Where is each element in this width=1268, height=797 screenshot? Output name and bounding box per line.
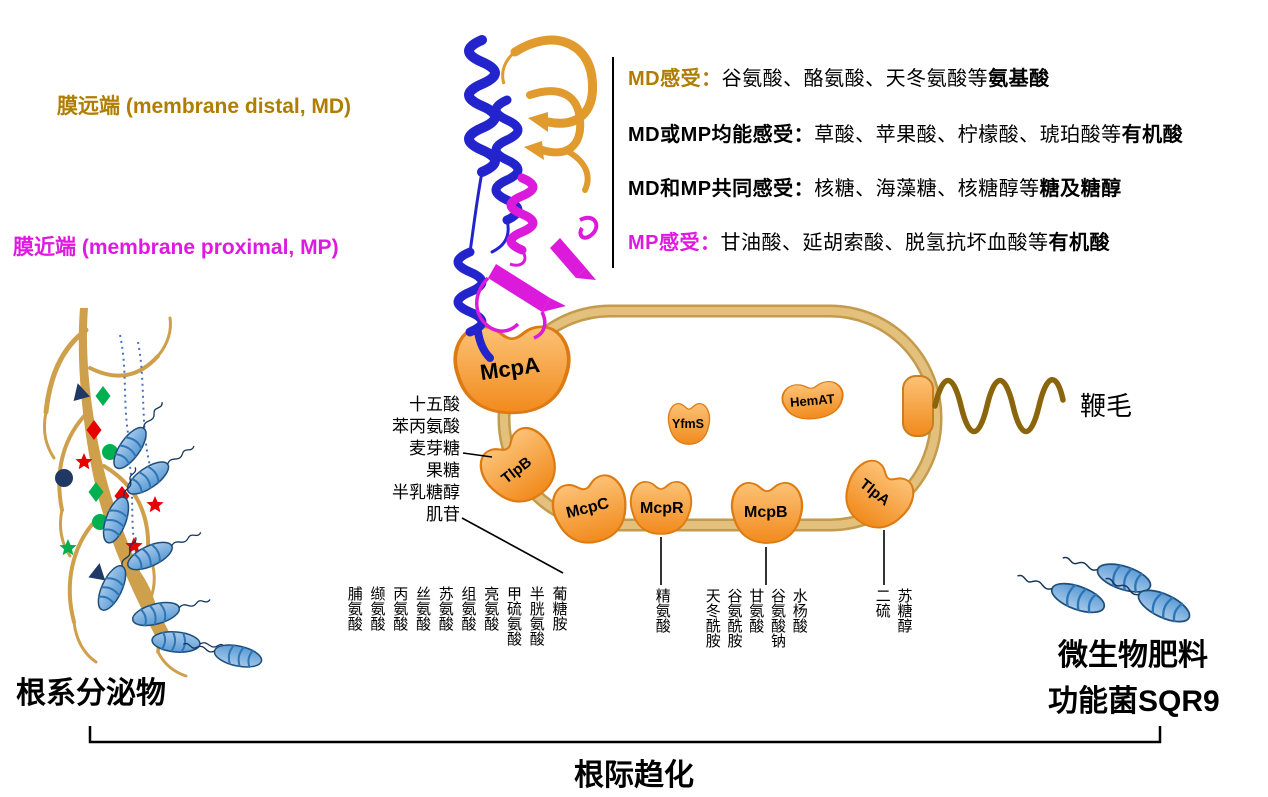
ligand-column: 丝氨酸 [414,586,431,631]
mp-domain-label: 膜近端 (membrane proximal, MP) [13,236,339,259]
fertilizer-label-line1: 微生物肥料 [1058,639,1208,672]
ligand-column: 组氨酸 [459,586,477,631]
circle-icon [55,469,73,487]
root-exudates-label: 根系分泌物 [16,677,166,710]
yfmS-label: YfmS [672,417,704,431]
ligand-column: 缬氨酸 [368,586,386,631]
md-domain-label: 膜远端 (membrane distal, MD) [57,95,352,118]
diamond-icon [95,386,111,406]
protein-gold-md-domain [501,35,598,193]
ligand-column: 甲硫氨酸 [505,586,522,646]
sensing-mdmp-body: 草酸、苹果酸、柠檬酸、琥珀酸等 [814,124,1122,146]
sensing-both-suffix: 糖及糖醇 [1039,178,1122,200]
ligand-column: 谷氨酸钠 [769,588,786,648]
sensing-mp-body: 甘油酸、延胡索酸、脱氢抗坏血酸等 [720,232,1049,254]
mcpR-ligand-list: 精氨酸 [653,588,671,633]
sensing-md-suffix: 氨基酸 [988,68,1050,90]
ligand-column: 水杨酸 [790,588,808,633]
tlpB-ligand-line [462,452,493,458]
ligand-column: 天冬酰胺 [703,588,721,648]
sensing-both-prefix: MD和MP共同感受： [628,178,815,200]
root-illustration [42,308,265,678]
mcpC-ligand-line [461,517,564,574]
ligand-column: 苏氨酸 [436,586,454,631]
fertilizer-label-line2: 功能菌SQR9 [1048,685,1220,718]
ligand-item: 苯丙氨酸 [392,417,460,436]
root-bacteria [91,395,265,672]
sensing-line-md-or-mp: MD或MP均能感受：草酸、苹果酸、柠檬酸、琥珀酸等有机酸 [628,118,1183,147]
mcpB-ligand-list: 天冬酰胺 谷氨酰胺 甘氨酸 谷氨酸钠 水杨酸 [703,588,808,648]
flagellar-motor [902,375,934,437]
bottom-bracket [88,726,1162,744]
ligand-column: 亮氨酸 [482,586,500,631]
ligand-item: 果糖 [426,461,460,480]
tlpA-ligand-list: 二硫 苏糖醇 [873,588,913,633]
connector-lines [461,57,885,585]
mcpC-ligand-list: 脯氨酸 缬氨酸 丙氨酸 丝氨酸 苏氨酸 组氨酸 亮氨酸 甲硫氨酸 半胱氨酸 葡糖… [345,586,568,646]
ligand-column: 二硫 [873,588,891,618]
ligand-column: 半胱氨酸 [527,586,545,646]
sensing-md-prefix: MD感受： [628,68,722,90]
mcpR-label: McpR [640,500,684,517]
ligand-column: 脯氨酸 [345,586,363,631]
flagellum-label: 鞭毛 [1080,391,1133,421]
ligand-column: 葡糖胺 [550,586,568,631]
ligand-column: 谷氨酰胺 [725,588,743,648]
ligand-column: 甘氨酸 [747,588,765,633]
sensing-md-body: 谷氨酸、酪氨酸、天冬氨酸等 [721,68,989,90]
sensing-mp-suffix: 有机酸 [1048,232,1110,254]
ligand-item: 十五酸 [409,395,460,414]
sensing-mp-prefix: MP感受： [628,232,721,254]
protein-ribbon-structure [453,35,599,362]
sensing-line-md-and-mp: MD和MP共同感受：核糖、海藻糖、核糖醇等糖及糖醇 [628,172,1122,201]
sensing-mdmp-prefix: MD或MP均能感受： [628,124,815,146]
sensing-mdmp-suffix: 有机酸 [1121,124,1184,146]
ligand-column: 精氨酸 [653,588,671,633]
star-icon [146,496,164,513]
ligand-column: 丙氨酸 [391,586,409,631]
flagellum [932,377,1066,434]
protein-magenta-mp-domain [475,173,599,340]
tlpB-ligand-list: 十五酸 苯丙氨酸 麦芽糖 果糖 半乳糖醇 肌苷 [330,394,460,526]
ligand-item: 麦芽糖 [409,439,460,458]
bacterial-cell-membrane [497,304,943,532]
sensing-line-mp: MP感受：甘油酸、延胡索酸、脱氢抗坏血酸等有机酸 [628,226,1110,255]
mcpB-label: McpB [744,504,788,521]
rhizosphere-chemotaxis-caption: 根际趋化 [574,759,694,792]
sqr9-bacteria [1012,546,1196,630]
circle-icon [102,444,118,460]
ligand-item: 肌苷 [426,505,460,524]
ligand-item: 半乳糖醇 [392,483,460,502]
ligand-column: 苏糖醇 [895,588,913,633]
sensing-both-body: 核糖、海藻糖、核糖醇等 [814,178,1040,200]
triangle-icon [88,561,108,581]
sensing-line-md: MD感受：谷氨酸、酪氨酸、天冬氨酸等氨基酸 [628,62,1050,91]
exudate-trails [119,334,151,561]
